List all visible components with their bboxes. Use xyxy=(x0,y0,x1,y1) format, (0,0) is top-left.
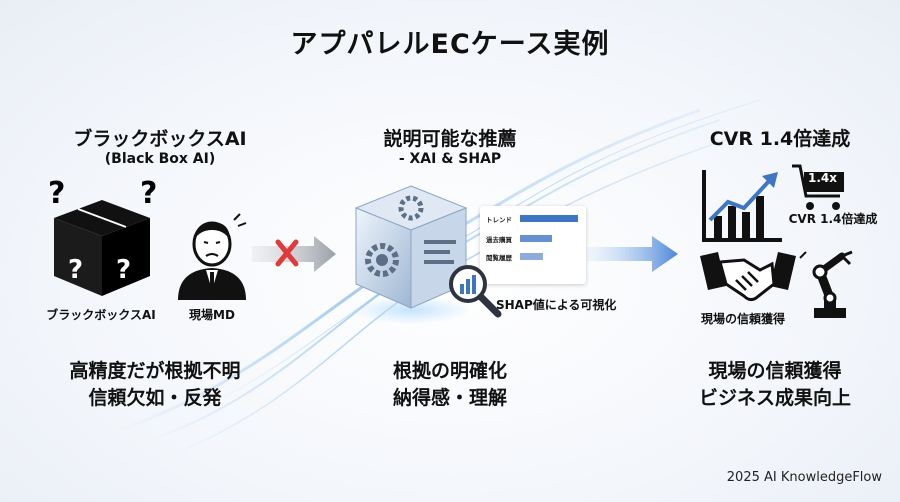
middle-summary-2: 納得感・理解 xyxy=(392,387,507,409)
robot-arm-icon xyxy=(799,250,853,318)
svg-text:?: ? xyxy=(68,255,83,285)
right-summary-1: 現場の信頼獲得 xyxy=(708,360,842,382)
rejection-arrow xyxy=(252,236,336,272)
page-title: アプパレルECケース実例 xyxy=(290,29,610,60)
left-subheading: (Black Box AI) xyxy=(104,151,216,167)
shap-bar xyxy=(520,235,552,242)
left-summary-1: 高精度だが根拠不明 xyxy=(69,360,241,382)
left-heading: ブラックボックスAI xyxy=(73,128,247,150)
right-summary-2: ビジネス成果向上 xyxy=(698,387,851,409)
shap-label-0: トレンド xyxy=(486,216,512,224)
trust-label: 現場の信頼獲得 xyxy=(700,312,785,326)
right-heading: CVR 1.4倍達成 xyxy=(709,128,851,150)
shap-bar xyxy=(520,215,578,222)
growth-chart-icon xyxy=(702,170,782,242)
handshake-icon xyxy=(700,252,796,302)
cross-icon xyxy=(275,239,299,267)
middle-subheading: - XAI & SHAP xyxy=(398,151,502,167)
shap-label-1: 過去購買 xyxy=(486,236,512,244)
shap-bar xyxy=(520,253,543,260)
middle-heading: 説明可能な推薦 xyxy=(383,128,517,150)
black-box-label: ブラックボックスAI xyxy=(46,308,156,322)
svg-text:?: ? xyxy=(116,255,131,285)
success-arrow xyxy=(586,236,678,272)
question-icon: ? xyxy=(48,176,65,211)
left-summary-2: 信頼欠如・反発 xyxy=(88,387,222,409)
shap-chart-card: トレンド 過去購買 閲覧履歴 xyxy=(480,206,586,284)
middle-summary-1: 根拠の明確化 xyxy=(392,360,507,382)
footer-credit: 2025 AI KnowledgeFlow xyxy=(726,470,882,485)
cart-icon xyxy=(792,164,844,210)
cvr-label: CVR 1.4倍達成 xyxy=(788,212,878,226)
shap-caption: SHAP値による可視化 xyxy=(496,298,617,312)
magnifier-icon xyxy=(449,265,502,318)
cart-badge: 1.4x xyxy=(808,171,837,185)
question-icon: ? xyxy=(140,176,157,211)
shap-label-2: 閲覧履歴 xyxy=(486,254,512,262)
person-label: 現場MD xyxy=(189,308,235,322)
black-box-icon: ? ? ? ? xyxy=(48,176,157,296)
worried-person-icon xyxy=(178,213,247,300)
